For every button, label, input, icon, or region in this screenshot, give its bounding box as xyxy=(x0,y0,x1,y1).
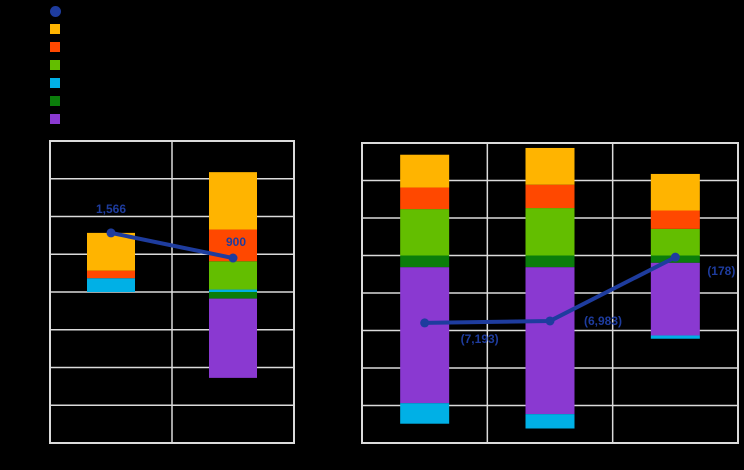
bar-segment-amber xyxy=(650,173,700,211)
bar-segment-orange_red xyxy=(400,187,450,210)
net-line-marker xyxy=(545,316,555,326)
net-line-legend-marker xyxy=(50,5,61,17)
purple-series-legend-marker xyxy=(50,114,60,124)
bar-segment-amber xyxy=(400,154,450,188)
bar-segment-green xyxy=(400,209,450,256)
orange-red-series-legend-marker xyxy=(50,42,60,52)
green-series-legend-marker xyxy=(50,60,60,70)
bar-segment-cyan xyxy=(400,403,450,424)
amber-series-legend-marker xyxy=(50,24,60,34)
legend-item-purple-series xyxy=(50,110,170,128)
left-chart-plot: 1,566 900 xyxy=(49,140,295,444)
bar-segment-amber xyxy=(525,147,575,185)
bar-segment-green xyxy=(525,208,575,256)
legend-item-orange-red-series xyxy=(50,38,170,56)
legend-item-green-series xyxy=(50,56,170,74)
legend-item-cyan-series xyxy=(50,74,170,92)
legend-item-dark-green-series xyxy=(50,92,170,110)
dark-green-series-legend-marker xyxy=(50,96,60,106)
bar-segment-dark_green xyxy=(209,292,257,299)
plot-border xyxy=(361,142,739,444)
plot-border xyxy=(49,140,295,444)
bar-segment-amber xyxy=(209,172,257,230)
bar-segment-cyan xyxy=(87,278,135,292)
net-line-label: (178) xyxy=(707,264,735,278)
bar-segment-cyan xyxy=(209,289,257,292)
net-line-label: 900 xyxy=(226,235,246,249)
bar-segment-cyan xyxy=(525,414,575,429)
net-line-marker xyxy=(228,253,238,263)
bar-segment-cyan xyxy=(650,335,700,339)
net-line-label: (6,983) xyxy=(584,314,622,328)
right-chart-panel: (7,193) (6,983) (178) xyxy=(361,142,739,444)
left-chart-panel: 1,566 900 xyxy=(49,140,295,444)
cyan-series-legend-marker xyxy=(50,78,60,88)
bar-segment-purple xyxy=(400,267,450,404)
right-chart-plot: (7,193) (6,983) (178) xyxy=(361,142,739,444)
bar-segment-green xyxy=(650,228,700,256)
net-line-marker xyxy=(670,252,680,262)
bar-segment-purple xyxy=(525,267,575,415)
bar-segment-orange_red xyxy=(525,184,575,209)
net-line-marker xyxy=(420,318,430,328)
bar-segment-orange_red xyxy=(87,270,135,279)
bar-segment-dark_green xyxy=(525,255,575,268)
net-line-label: (7,193) xyxy=(461,332,499,346)
bar-segment-dark_green xyxy=(400,255,450,268)
bar-segment-orange_red xyxy=(650,210,700,229)
legend xyxy=(50,2,170,128)
bar-segment-purple xyxy=(650,262,700,336)
net-line-marker xyxy=(106,228,116,238)
legend-item-net-line xyxy=(50,2,170,20)
net-line xyxy=(110,230,234,260)
bar-segment-purple xyxy=(209,298,257,378)
bar-segment-amber xyxy=(87,232,135,271)
net-line-label: 1,566 xyxy=(96,202,126,216)
bar-segment-green xyxy=(209,261,257,290)
legend-item-amber-series xyxy=(50,20,170,38)
